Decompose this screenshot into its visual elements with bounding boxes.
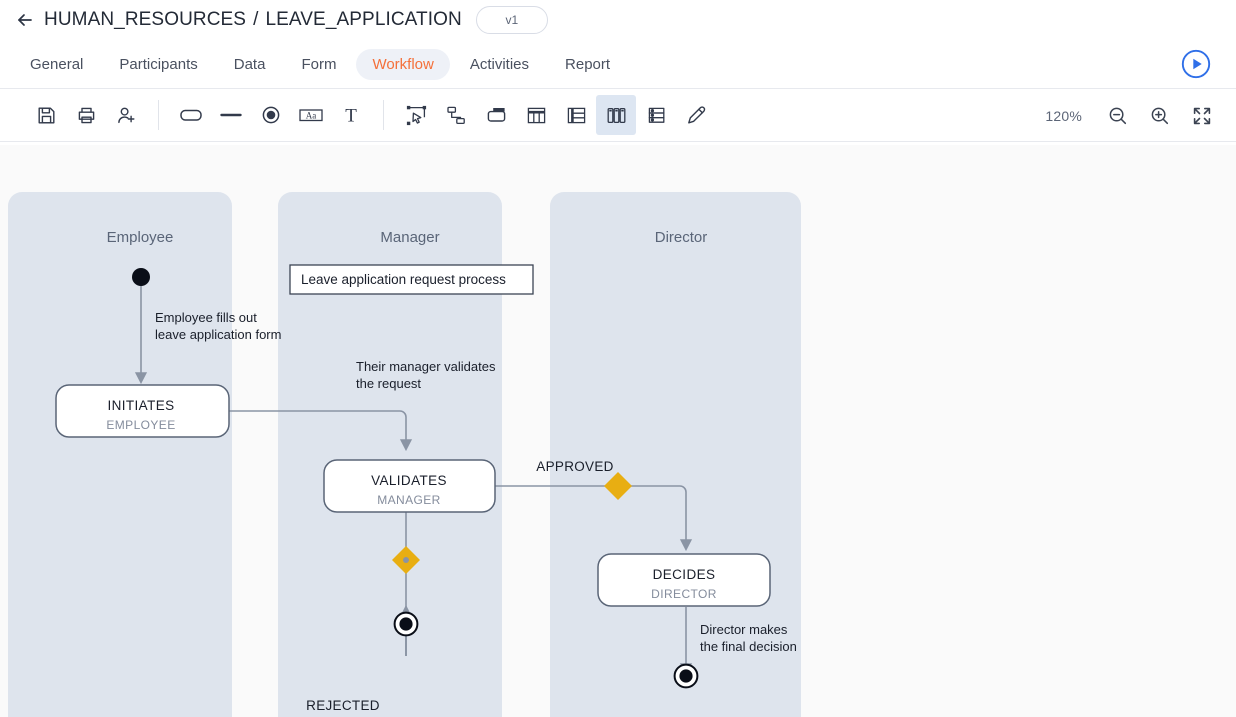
node-initiates-title: INITIATES: [107, 398, 174, 413]
svg-text:leave application form: leave application form: [155, 327, 281, 342]
add-user-icon[interactable]: [106, 95, 146, 135]
zoom-out-icon[interactable]: [1098, 96, 1138, 136]
svg-text:the final decision: the final decision: [700, 639, 797, 654]
start-state-node[interactable]: [132, 268, 150, 286]
node-initiates[interactable]: INITIATES EMPLOYEE: [55, 384, 230, 438]
node-decides[interactable]: DECIDES DIRECTOR: [597, 553, 771, 607]
branch-rejected-label: REJECTED: [306, 698, 380, 713]
back-arrow-icon[interactable]: [14, 9, 36, 31]
breadcrumb-separator: /: [253, 9, 259, 30]
breadcrumb-current[interactable]: LEAVE_APPLICATION: [265, 9, 462, 30]
zoom-in-icon[interactable]: [1140, 96, 1180, 136]
file-tool-group: [26, 95, 146, 135]
node-validates[interactable]: VALIDATES MANAGER: [323, 459, 496, 513]
toolbar-divider-2: [383, 100, 384, 130]
edge-label-start-to-initiates: Employee fills out leave application for…: [155, 310, 281, 342]
end-state-final[interactable]: [673, 663, 699, 689]
swimlane-employee[interactable]: Employee: [8, 192, 232, 717]
columns-icon[interactable]: [516, 95, 556, 135]
line-icon[interactable]: [211, 95, 251, 135]
node-validates-role: MANAGER: [377, 493, 440, 507]
branch-icon[interactable]: [436, 95, 476, 135]
tab-report[interactable]: Report: [565, 55, 611, 73]
lane-title-employee: Employee: [107, 229, 174, 246]
tab-participants[interactable]: Participants: [119, 55, 198, 73]
edge-label-decides-to-end: Director makes the final decision: [700, 622, 797, 654]
breadcrumb-root[interactable]: HUMAN_RESOURCES: [44, 9, 247, 30]
process-note[interactable]: Leave application request process: [289, 264, 534, 295]
tab-workflow[interactable]: Workflow: [356, 48, 450, 80]
connector-initiates-to-validates: [229, 410, 413, 452]
node-validates-title: VALIDATES: [371, 473, 447, 488]
zoom-level-label: 120%: [1045, 108, 1082, 124]
connector-validates-to-approved-decides: [495, 485, 693, 552]
node-decides-role: DIRECTOR: [651, 587, 717, 601]
workflow-canvas[interactable]: Employee Manager Director Leave applicat…: [0, 145, 1236, 717]
swimlane-manager[interactable]: Manager: [278, 192, 502, 717]
run-workflow-icon[interactable]: [1179, 47, 1213, 81]
svg-text:Director makes: Director makes: [700, 622, 788, 637]
select-pointer-icon[interactable]: [396, 95, 436, 135]
container-icon[interactable]: [476, 95, 516, 135]
fullscreen-icon[interactable]: [1182, 96, 1222, 136]
label-box-icon[interactable]: Aa: [291, 95, 331, 135]
version-badge[interactable]: v1: [475, 6, 548, 34]
toolbar-divider-1: [158, 100, 159, 130]
swimlanes-vertical-icon[interactable]: [596, 95, 636, 135]
end-state-rejected[interactable]: [393, 611, 419, 637]
svg-text:Employee fills out: Employee fills out: [155, 310, 257, 325]
svg-text:Their manager validates: Their manager validates: [356, 359, 496, 374]
rounded-rect-icon[interactable]: [171, 95, 211, 135]
list-rows-icon[interactable]: [636, 95, 676, 135]
branch-approved[interactable]: APPROVED: [536, 459, 632, 500]
rows-icon[interactable]: [556, 95, 596, 135]
breadcrumb: HUMAN_RESOURCES / LEAVE_APPLICATION: [44, 9, 462, 31]
tab-general[interactable]: General: [30, 55, 84, 73]
node-initiates-role: EMPLOYEE: [106, 418, 175, 432]
save-icon[interactable]: [26, 95, 66, 135]
svg-text:T: T: [345, 106, 357, 127]
tab-form[interactable]: Form: [301, 55, 337, 73]
process-note-text: Leave application request process: [301, 272, 506, 287]
text-icon[interactable]: T: [331, 95, 371, 135]
start-state-icon[interactable]: [251, 95, 291, 135]
color-picker-icon[interactable]: [676, 95, 716, 135]
shape-tool-group: Aa T: [171, 95, 371, 135]
svg-text:the request: the request: [356, 376, 421, 391]
branch-approved-label: APPROVED: [536, 459, 613, 474]
layout-tool-group: [396, 95, 716, 135]
node-decides-title: DECIDES: [653, 567, 716, 582]
tab-bar: General Participants Data Form Workflow …: [0, 40, 1236, 88]
tab-activities[interactable]: Activities: [469, 55, 530, 73]
tab-data[interactable]: Data: [233, 55, 266, 73]
print-icon[interactable]: [66, 95, 106, 135]
svg-text:Aa: Aa: [306, 110, 317, 120]
view-controls: 120%: [1045, 89, 1222, 143]
editor-toolbar: Aa T: [0, 88, 1236, 142]
branch-rejected[interactable]: REJECTED: [306, 546, 420, 713]
page-header: HUMAN_RESOURCES / LEAVE_APPLICATION v1: [0, 0, 1236, 40]
lane-title-director: Director: [655, 229, 708, 246]
lane-title-manager: Manager: [380, 229, 439, 246]
edge-label-initiates-to-validates: Their manager validates the request: [356, 359, 496, 391]
